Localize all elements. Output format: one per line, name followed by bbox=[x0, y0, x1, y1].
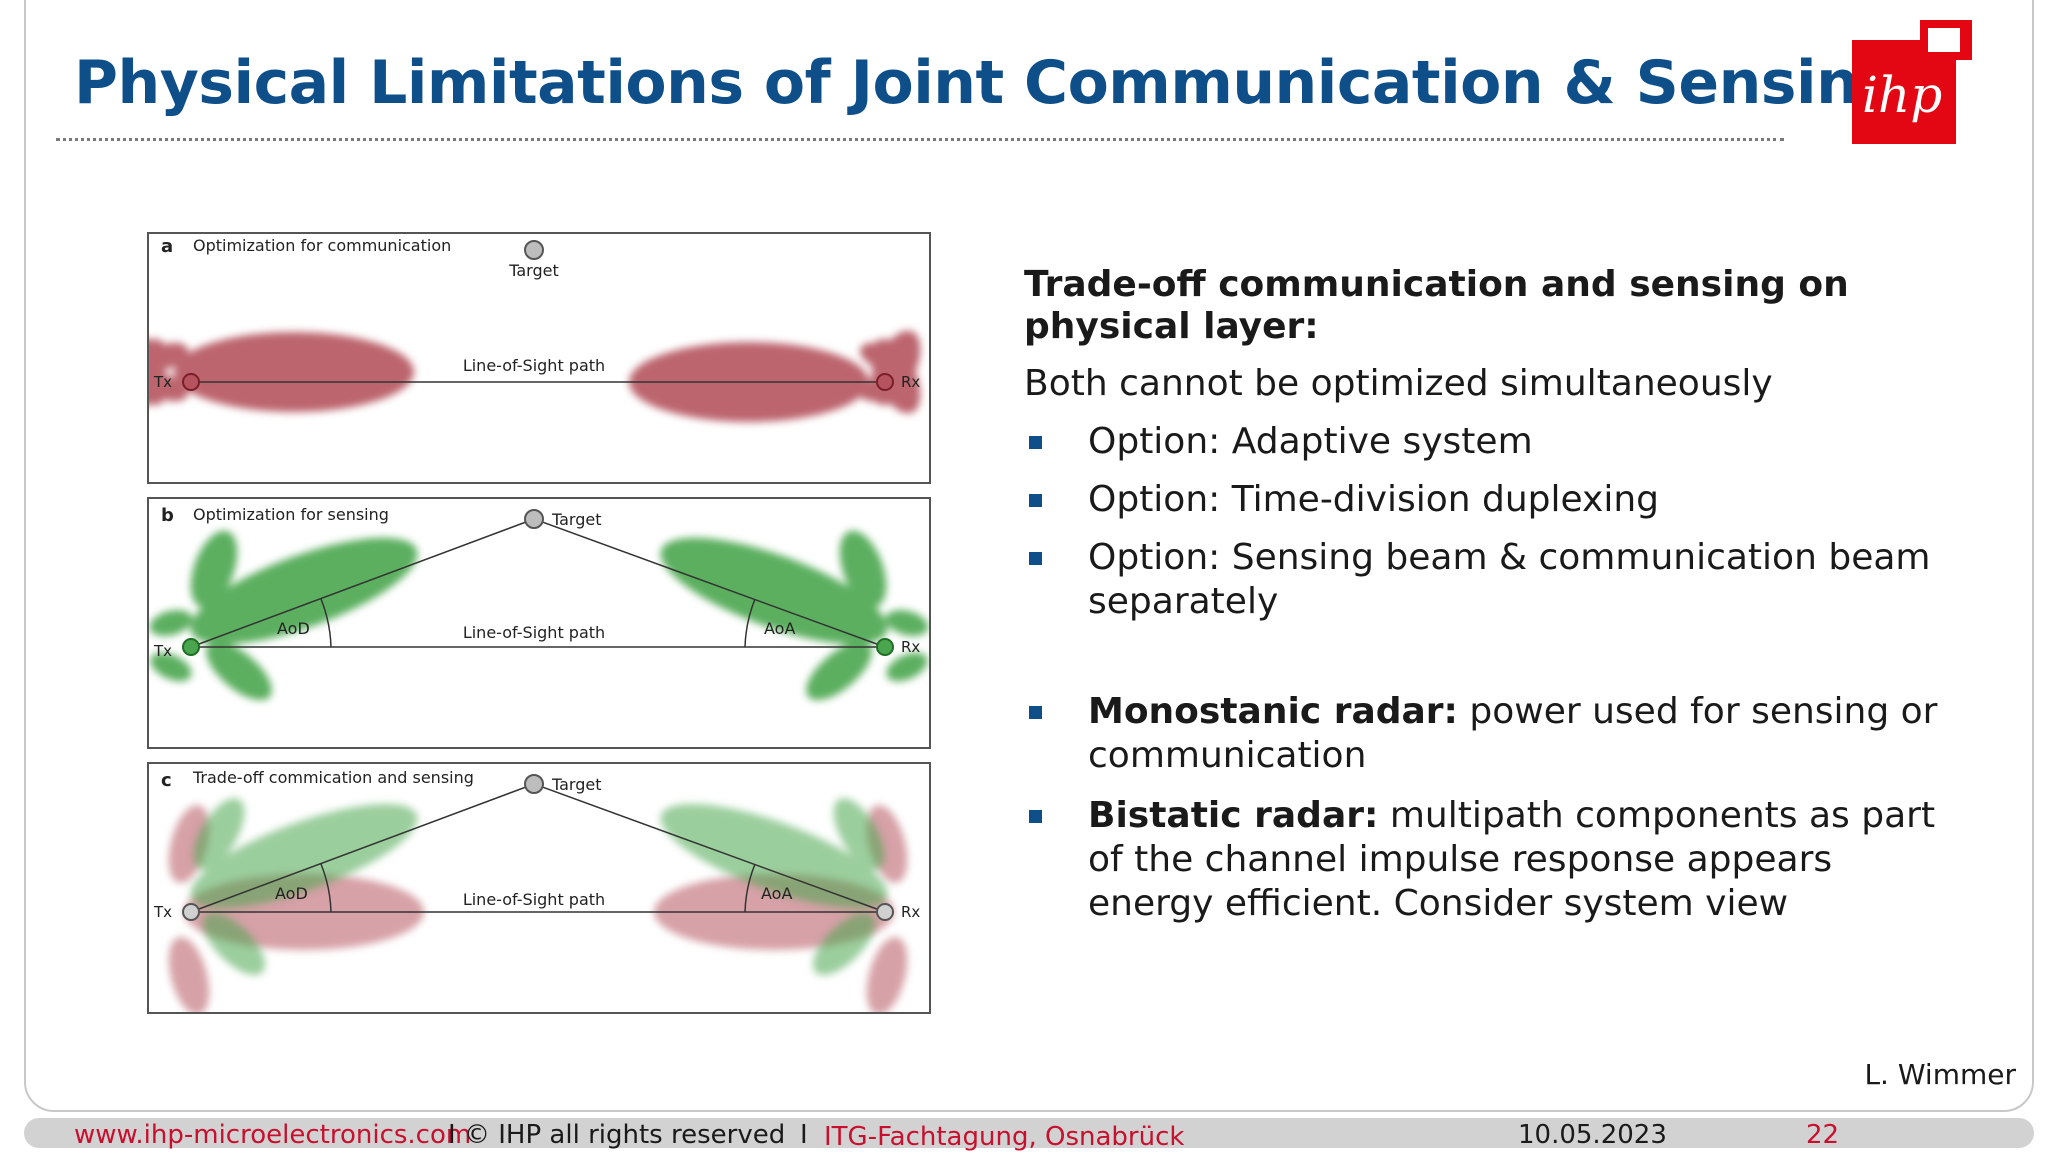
bullet-square-icon bbox=[1029, 552, 1042, 565]
los-label: Line-of-Sight path bbox=[463, 356, 605, 375]
footer-bar bbox=[24, 1118, 2034, 1148]
target-node-a bbox=[524, 240, 544, 260]
aod-label: AoD bbox=[275, 884, 308, 903]
slide-title: Physical Limitations of Joint Communicat… bbox=[74, 48, 1901, 118]
radar-bullet: Monostanic radar: power used for sensing… bbox=[1024, 690, 1964, 778]
option-text: Option: Adaptive system bbox=[1088, 421, 1533, 462]
aoa-label: AoA bbox=[764, 619, 795, 638]
panel-letter: c bbox=[161, 770, 172, 791]
aod-label: AoD bbox=[277, 619, 310, 638]
panel-letter: a bbox=[161, 236, 173, 257]
author-name: L. Wimmer bbox=[1864, 1058, 2016, 1091]
svg-text:ihp: ihp bbox=[1862, 66, 1942, 124]
rx-label: Rx bbox=[901, 638, 920, 656]
option-bullet: Option: Time-division duplexing bbox=[1024, 478, 1964, 522]
footer-separator: I bbox=[800, 1120, 808, 1150]
figure-panel-b: b Optimization for sensing Target Line-o… bbox=[147, 497, 931, 749]
target-label: Target bbox=[551, 775, 602, 794]
target-node-c bbox=[524, 774, 544, 794]
figure-panel-a: a Optimization for communication Target … bbox=[147, 232, 931, 484]
los-label: Line-of-Sight path bbox=[463, 623, 605, 642]
radar-text: power used for sensing or communication bbox=[1088, 691, 1938, 776]
tx-label: Tx bbox=[153, 642, 172, 660]
path-target-rx-b bbox=[533, 518, 886, 648]
option-bullet: Option: Sensing beam & communication bea… bbox=[1024, 536, 1964, 624]
radar-term: Monostanic radar: bbox=[1088, 691, 1458, 732]
bullet-square-icon bbox=[1029, 706, 1042, 719]
path-target-rx-c bbox=[533, 783, 886, 913]
bullet-square-icon bbox=[1029, 436, 1042, 449]
figure-panel-c: c Trade-off commication and sensing Targ… bbox=[147, 762, 931, 1014]
radar-bullet: Bistatic radar: multipath components as … bbox=[1024, 794, 1964, 926]
content-text: Trade-off communication and sensing on p… bbox=[1024, 264, 1964, 926]
radar-term: Bistatic radar: bbox=[1088, 795, 1379, 836]
target-label: Target bbox=[551, 510, 602, 529]
content-intro: Both cannot be optimized simultaneously bbox=[1024, 363, 1773, 404]
aod-arc-c bbox=[320, 863, 332, 913]
panel-caption: Trade-off commication and sensing bbox=[192, 768, 474, 787]
ihp-logo: ihp bbox=[1852, 20, 1972, 144]
footer-separator: I bbox=[448, 1120, 456, 1150]
panel-caption: Optimization for sensing bbox=[193, 505, 389, 524]
rx-node-a bbox=[876, 373, 894, 391]
option-text: Option: Sensing beam & communication bea… bbox=[1088, 537, 1931, 622]
path-tx-target-c bbox=[190, 783, 535, 913]
rx-node-c bbox=[876, 903, 894, 921]
content-heading: Trade-off communication and sensing on p… bbox=[1024, 264, 1849, 347]
target-label: Target bbox=[508, 261, 559, 280]
bullet-square-icon bbox=[1029, 494, 1042, 507]
footer-copyright: © IHP all rights reserved bbox=[464, 1120, 786, 1150]
option-bullet: Option: Adaptive system bbox=[1024, 420, 1964, 464]
tx-node-b bbox=[182, 638, 200, 656]
title-divider bbox=[56, 138, 1784, 141]
aoa-arc-b bbox=[744, 598, 756, 648]
sense-lobes-c bbox=[190, 798, 888, 976]
option-text: Option: Time-division duplexing bbox=[1088, 479, 1660, 520]
beam-lobes-b bbox=[149, 530, 929, 701]
rx-node-b bbox=[876, 638, 894, 656]
footer-website-link[interactable]: www.ihp-microelectronics.com bbox=[74, 1120, 472, 1150]
slide-frame bbox=[24, 0, 2034, 1112]
aod-arc-b bbox=[320, 598, 332, 648]
footer-page-number: 22 bbox=[1806, 1120, 1840, 1150]
radar-text: multipath components as part of the chan… bbox=[1088, 795, 1936, 924]
footer-date: 10.05.2023 bbox=[1518, 1120, 1667, 1150]
footer-event: ITG-Fachtagung, Osnabrück bbox=[824, 1122, 1185, 1152]
panel-caption: Optimization for communication bbox=[193, 236, 451, 255]
los-label: Line-of-Sight path bbox=[463, 890, 605, 909]
aoa-arc-c bbox=[744, 863, 756, 913]
target-node-b bbox=[524, 509, 544, 529]
rx-label: Rx bbox=[901, 373, 920, 391]
aoa-label: AoA bbox=[761, 884, 792, 903]
rx-label: Rx bbox=[901, 903, 920, 921]
tx-node-c bbox=[182, 903, 200, 921]
panel-letter: b bbox=[161, 505, 174, 526]
tx-label: Tx bbox=[153, 373, 172, 391]
tx-node-a bbox=[182, 373, 200, 391]
path-tx-target-b bbox=[190, 518, 535, 648]
tx-label: Tx bbox=[153, 903, 172, 921]
bullet-square-icon bbox=[1029, 810, 1042, 823]
